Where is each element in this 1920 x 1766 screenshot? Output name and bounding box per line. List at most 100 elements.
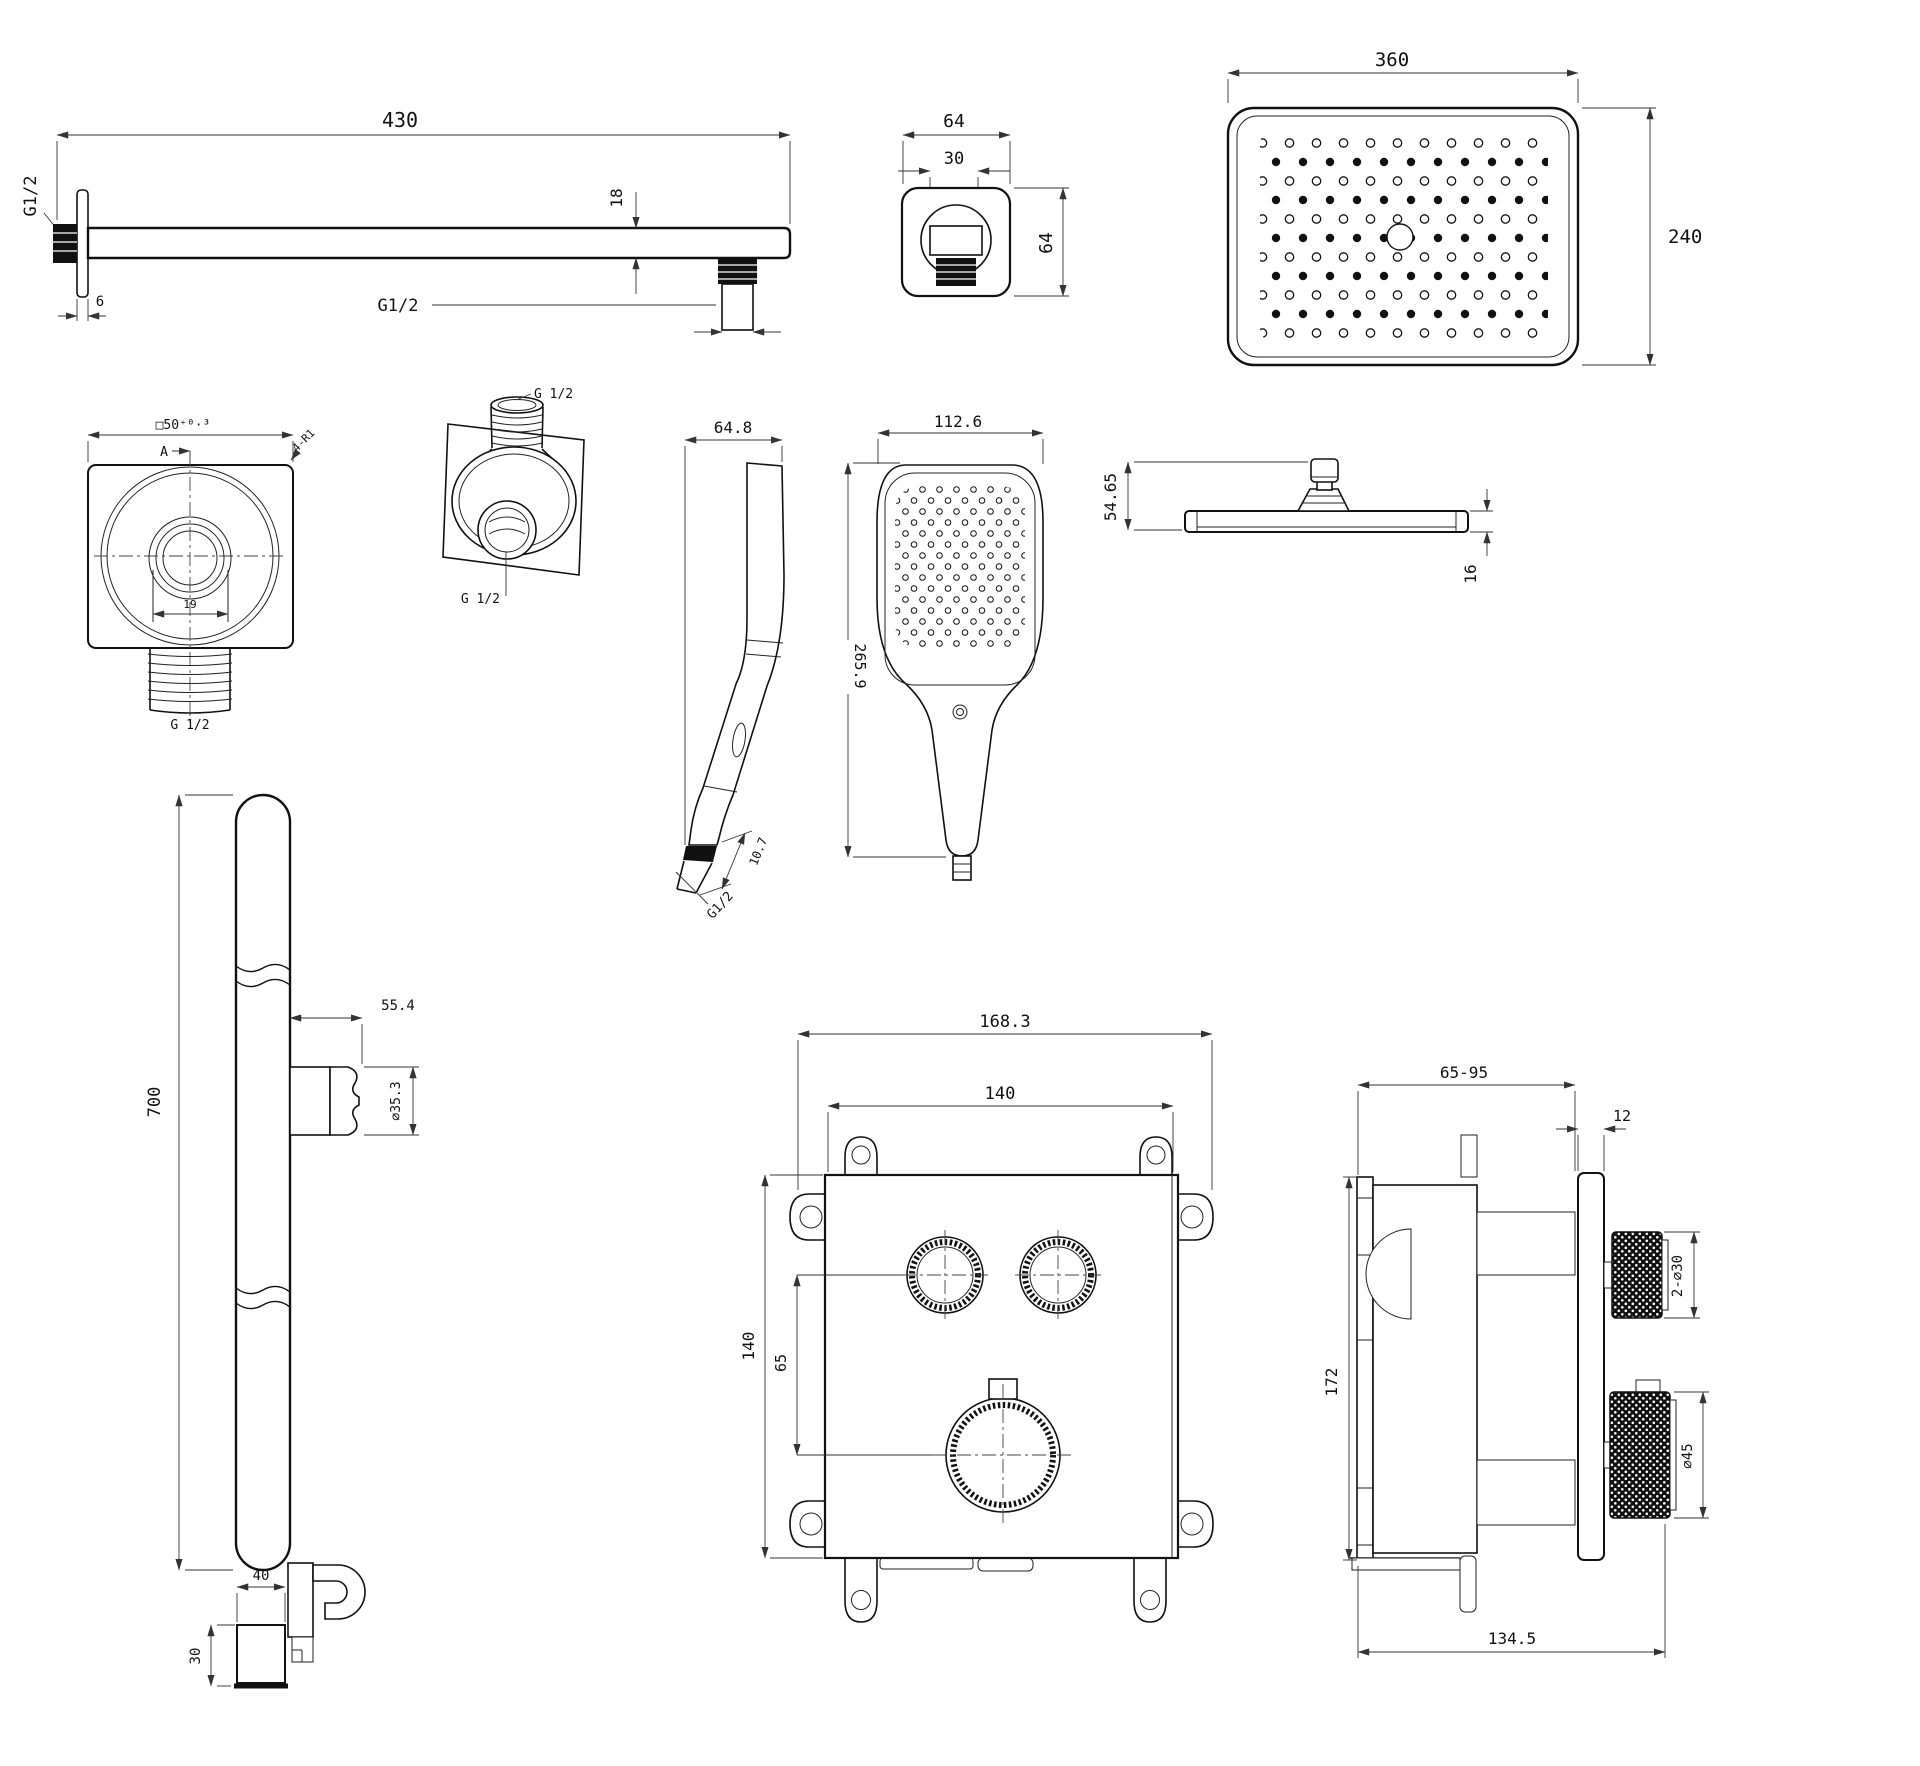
dim-label-depth-range: 65-95: [1440, 1063, 1488, 1082]
arm-wall-flange: [76, 189, 89, 298]
dim-label-iso-front-thread: G 1/2: [461, 592, 500, 607]
iso-top-thread: [478, 396, 556, 468]
dim-label-valve-knob-offset: 65: [772, 1354, 790, 1372]
valve-dim-overall-width: 168.3: [797, 1012, 1213, 1190]
valveside-top-tab: [1460, 1134, 1478, 1178]
valve-side-view: 65-95 12: [1322, 1063, 1709, 1658]
valveside-dim-small-knobs: 2-∅30: [1664, 1231, 1700, 1319]
holder-bracket-view: 40 30: [188, 1562, 366, 1689]
valve-body-box: [823, 1173, 1180, 1560]
slide-bar-view: 700 55.4 ∅35.3: [145, 793, 419, 1572]
dim-label-hand-thread: G1/2: [704, 889, 736, 922]
valveside-big-knob: [1609, 1391, 1671, 1519]
valveside-lower-stem: [1476, 1459, 1576, 1526]
dim-label-head-height: 240: [1668, 226, 1702, 248]
outlet-bore: [148, 516, 232, 600]
valve-front-view: 168.3 140: [739, 1012, 1214, 1623]
valve-side-ear-bottom-left: [789, 1500, 826, 1548]
valveside-trim-plate: [1577, 1172, 1605, 1561]
outlet-plate: [87, 464, 294, 649]
bracket-dim-height: 30: [188, 1624, 235, 1687]
outlet-corner-radius: 4-R1: [290, 427, 317, 461]
valve-side-ear-top-left: [789, 1193, 826, 1241]
dim-label-hand-width: 112.6: [934, 412, 982, 431]
union-dim-height: 64: [1014, 187, 1069, 297]
dim-label-arm-outlet-thread: G1/2: [378, 296, 419, 316]
dim-label-big-knob: ∅45: [1680, 1443, 1696, 1468]
valve-side-ear-bottom-right: [1177, 1500, 1214, 1548]
bracket-dim-width: 40: [236, 1568, 286, 1622]
dim-label-valve-overall-width: 168.3: [979, 1012, 1030, 1032]
dim-label-total-depth: 134.5: [1488, 1629, 1536, 1648]
valveside-small-knob: [1611, 1231, 1663, 1319]
dim-label-outlet-thread: G 1/2: [170, 718, 209, 733]
dim-label-union-width: 64: [943, 111, 965, 132]
valveside-dim-big-knob: ∅45: [1674, 1391, 1709, 1519]
dim-label-small-knobs: 2-∅30: [1670, 1255, 1686, 1297]
bracket-clamp: [312, 1564, 366, 1620]
valve-top-ear-right: [1139, 1136, 1173, 1177]
dim-label-head-width: 360: [1375, 49, 1409, 71]
valveside-dim-total-depth: 134.5: [1357, 1524, 1666, 1658]
valve-dim-body-width: 140: [827, 1084, 1174, 1172]
valveside-dim-height: 172: [1322, 1176, 1357, 1561]
iso-labels: G 1/2 G 1/2: [461, 387, 573, 607]
valve-dim-body-height: 140 65: [739, 1174, 932, 1559]
hand-shower-outlet-stub: [952, 855, 972, 881]
dim-label-hand-tip: 10.7: [746, 835, 770, 867]
valve-side-ear-top-right: [1177, 1193, 1214, 1241]
dim-label-holder-offset: 55.4: [381, 998, 415, 1014]
hand-shower-nozzles: [895, 486, 1025, 648]
dim-label-holder-dia: ∅35.3: [389, 1081, 404, 1120]
hand-shower-mode-button: [732, 722, 746, 758]
section-label-a: A: [160, 445, 168, 460]
head-dim-width: 360: [1227, 49, 1579, 103]
arm-dim-flange: 6: [58, 294, 106, 321]
bar-dim-holder-offset: 55.4: [289, 998, 415, 1064]
valveside-dim-depth-range: 65-95: [1357, 1063, 1576, 1175]
dim-label-hand-depth: 64.8: [714, 418, 753, 437]
dim-label-headside-height: 54.65: [1101, 473, 1120, 521]
valve-top-ear-left: [844, 1136, 878, 1177]
wall-outlet-iso-view: G 1/2 G 1/2: [442, 387, 585, 607]
arm-wall-thread: [53, 224, 77, 263]
dim-label-bore: 19: [183, 598, 196, 611]
slide-bar-body: [234, 793, 292, 1572]
hand-shower-profile: [688, 462, 785, 846]
dim-label-headside-edge: 16: [1461, 564, 1480, 583]
bracket-strip: [287, 1562, 314, 1638]
union-dim-width: 64: [902, 111, 1011, 184]
valveside-bottom-tab: [1351, 1557, 1461, 1571]
dim-label-flange-thickness: 6: [96, 294, 104, 310]
head-dim-height: 240: [1582, 107, 1702, 366]
rain-head-center-port: [1386, 223, 1414, 251]
arm-dim-height: 18: [607, 188, 640, 294]
dim-label-bracket-height: 30: [188, 1648, 204, 1665]
valve-knob-right: [1015, 1230, 1101, 1320]
dim-label-arm-height: 18: [607, 188, 626, 207]
hand-shower-button-hole: [952, 704, 968, 720]
hand-shower-thread: [683, 846, 717, 862]
rain-head-side-view: 54.65 16: [1101, 458, 1493, 584]
valveside-wall-plate: [1356, 1176, 1374, 1561]
arm-outlet-thread: [718, 258, 757, 284]
valve-knob-left: [902, 1230, 988, 1320]
dim-label-valve-body-width: 140: [985, 1084, 1016, 1104]
bar-holder-base: [289, 1066, 331, 1136]
dim-label-plate-thickness: 12: [1613, 1107, 1631, 1125]
bar-holder-clamp: [329, 1066, 360, 1136]
arm-outlet-stub: [721, 283, 754, 331]
dim-label-union-ball: 30: [944, 149, 964, 169]
wall-outlet-front-view: □50⁺⁰·³ A 4-R1 19: [87, 418, 317, 733]
head-side-dim-height: 54.65: [1101, 461, 1308, 531]
dim-label-hand-height: 265.9: [851, 643, 869, 688]
wall-union-front-view: 64 30 64: [898, 111, 1069, 298]
arm-dim-outlet: G1/2: [378, 296, 781, 336]
bracket-wall-box: [236, 1624, 286, 1684]
hand-front-dim-width: 112.6: [877, 412, 1044, 464]
dim-label-bar-length: 700: [145, 1087, 165, 1118]
outlet-section-marker: A: [160, 445, 191, 464]
head-side-plate: [1184, 510, 1469, 533]
